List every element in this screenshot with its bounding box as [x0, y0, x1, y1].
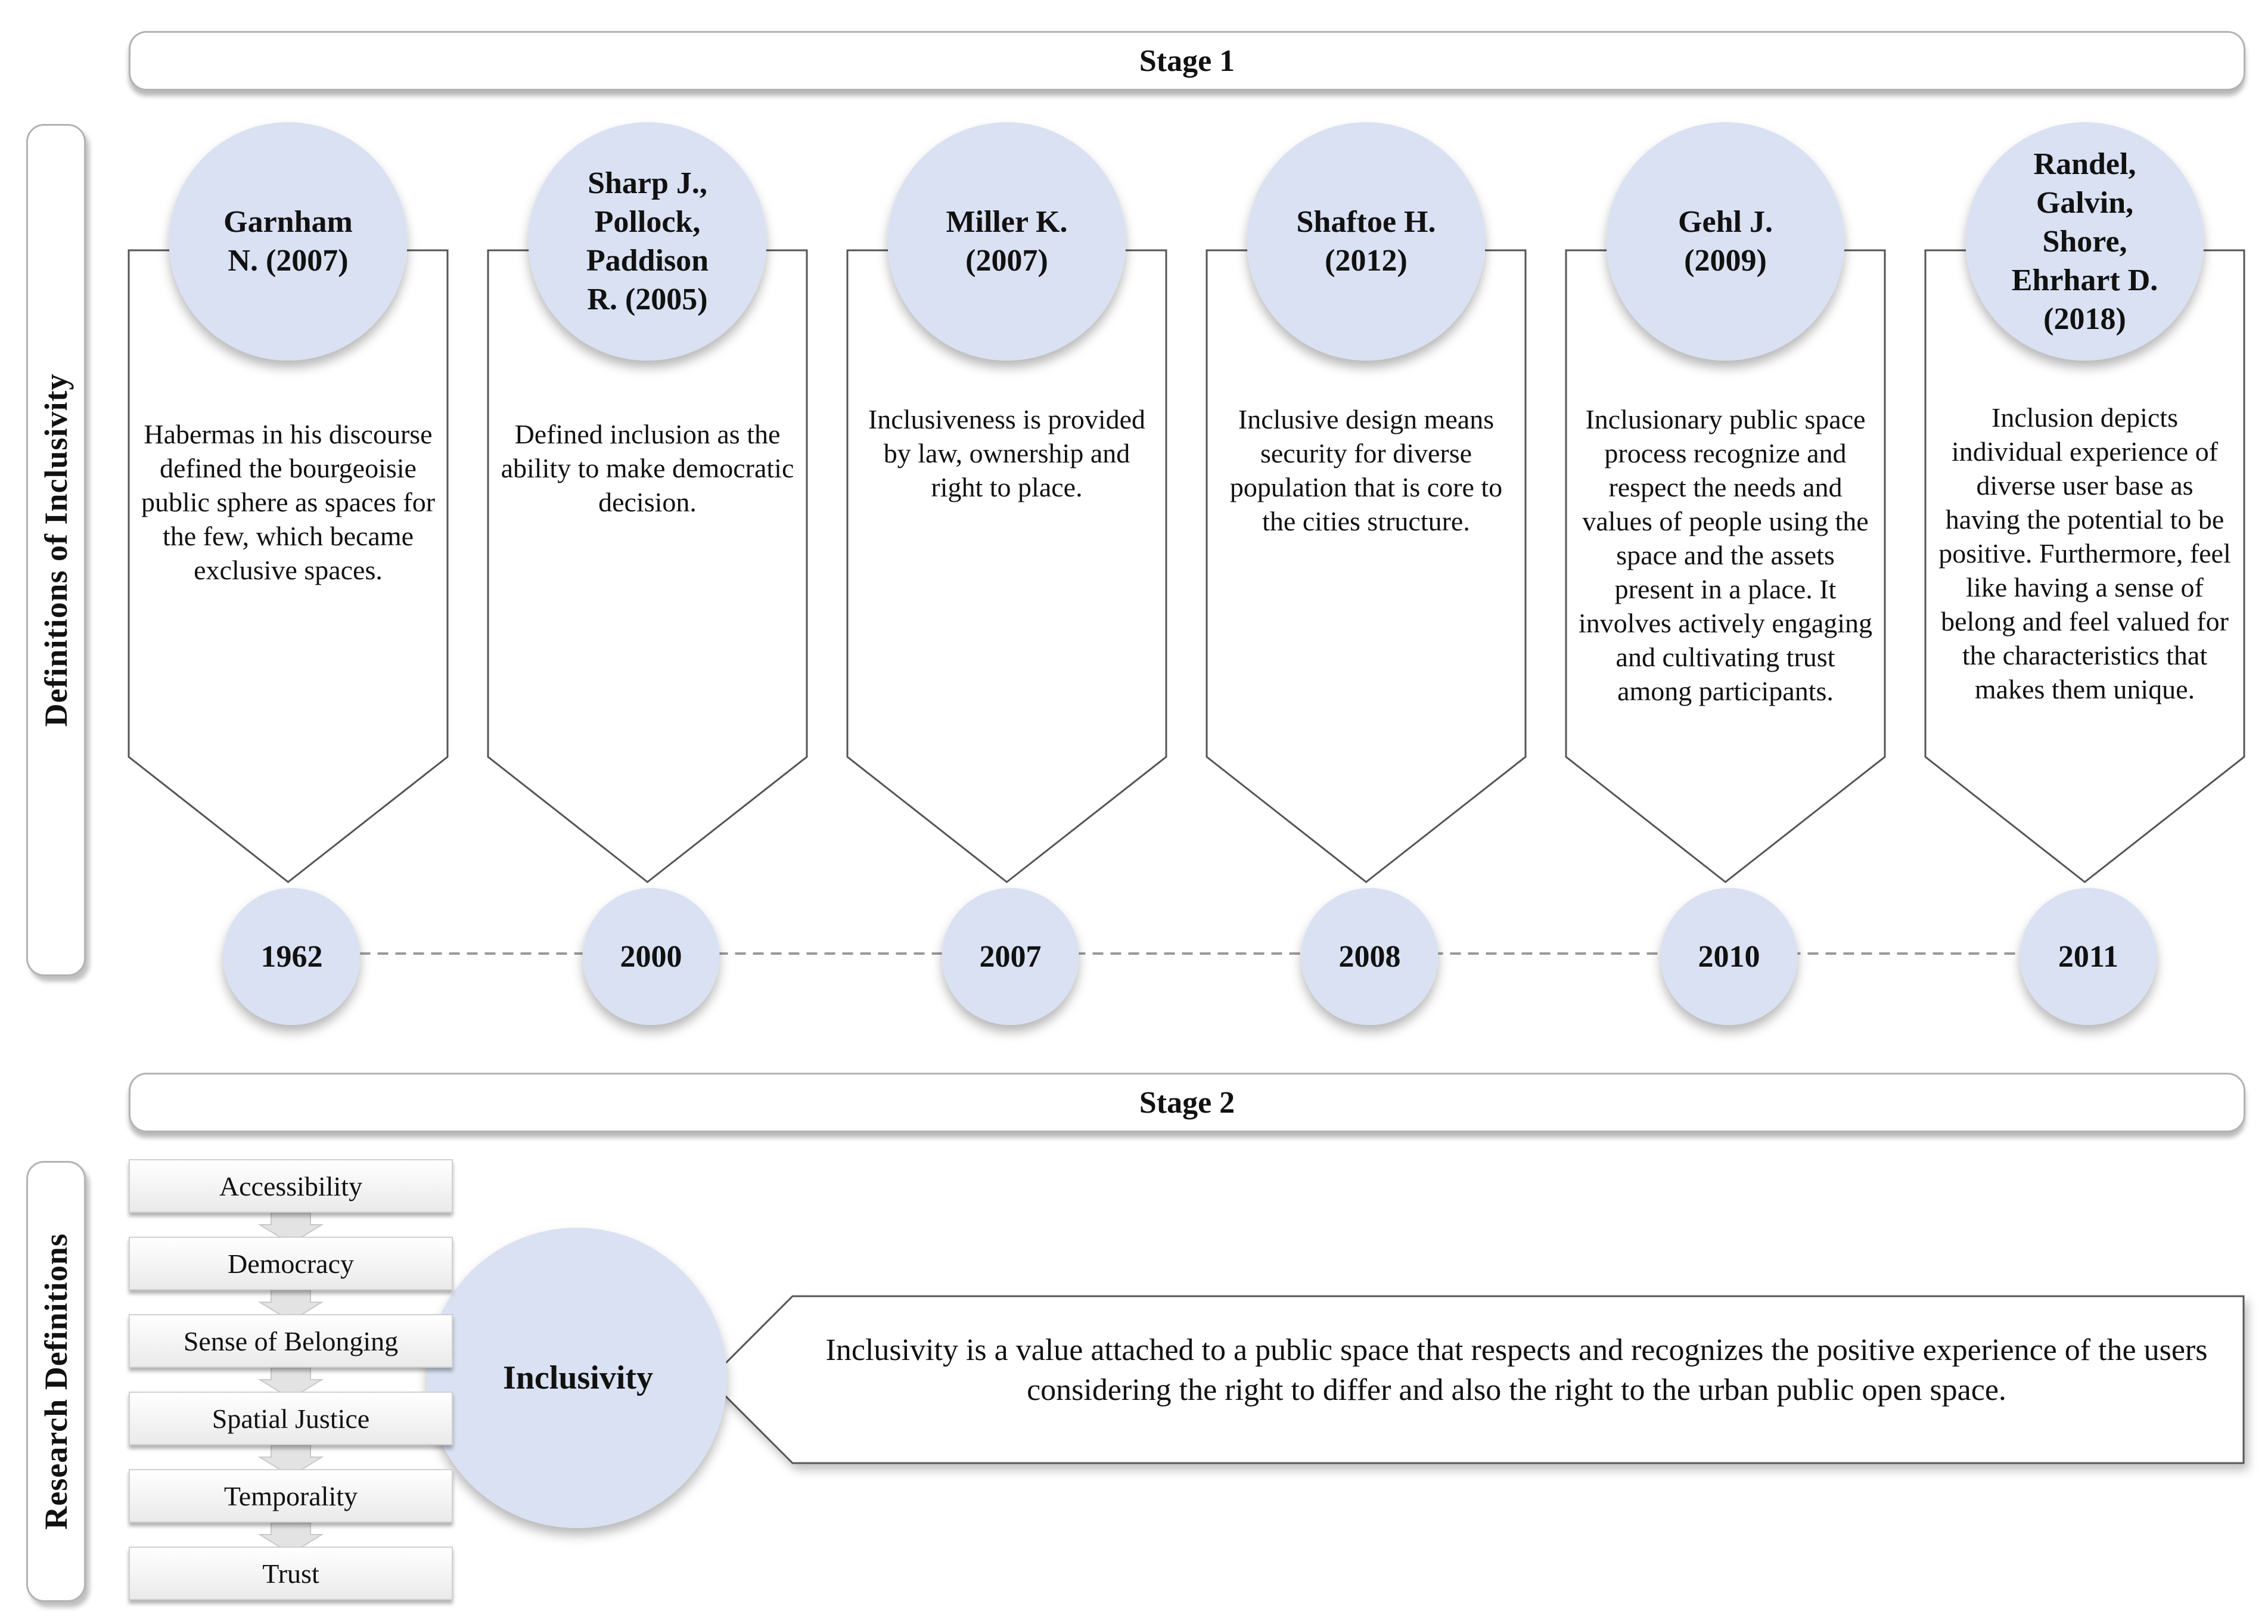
author-circle [169, 122, 408, 361]
author-label: Sharp J., Pollock, Paddison R. (2005) [586, 166, 709, 316]
author-circle [1606, 122, 1845, 361]
stage-2-header: Stage 2 [129, 1073, 2245, 1132]
attribute-box-accessibility: Accessibility [129, 1159, 453, 1213]
year-label: 2011 [2058, 939, 2119, 974]
attribute-label: Democracy [228, 1248, 354, 1279]
attribute-label: Temporality [223, 1480, 358, 1511]
attribute-box-spatial-justice: Spatial Justice [129, 1392, 453, 1445]
definition-text: Inclusion depicts individual experience … [1938, 402, 2231, 705]
year-label: 1962 [260, 939, 323, 974]
year-label: 2007 [979, 939, 1042, 974]
attribute-label: Spatial Justice [212, 1403, 370, 1434]
definition-text: Habermas in his discourse defined the bo… [141, 419, 436, 586]
definition-text: Inclusive design means security for dive… [1229, 404, 1503, 537]
stage-1-label: Stage 1 [1139, 44, 1235, 78]
year-circle [1660, 888, 1798, 1025]
author-label: Miller K. (2007) [946, 205, 1068, 278]
year-circle [2020, 888, 2157, 1025]
year-label: 2010 [1698, 939, 1760, 974]
author-circle [887, 122, 1126, 361]
author-circle [528, 122, 767, 361]
year-label: 2008 [1338, 939, 1401, 974]
attribute-box-temporality: Temporality [129, 1469, 453, 1523]
author-label: Randel, Galvin, Shore, Ehrhart D. (2018) [2011, 147, 2158, 336]
down-arrow-icon [257, 1367, 324, 1400]
year-circle [582, 888, 720, 1025]
definition-text: Defined inclusion as the ability to make… [501, 419, 794, 518]
year-circle [942, 888, 1079, 1025]
definition-text: Inclusionary public space process recogn… [1578, 404, 1873, 707]
attribute-label: Accessibility [219, 1170, 363, 1201]
author-label: Gehl J. (2009) [1678, 205, 1773, 278]
research-side-panel: Research Definitions [26, 1161, 86, 1602]
attribute-box-sense-of-belonging: Sense of Belonging [129, 1314, 453, 1368]
author-label: Shaftoe H. (2012) [1296, 205, 1436, 278]
definitions-side-panel: Definitions of Inclusivity [26, 124, 86, 976]
attribute-label: Sense of Belonging [183, 1325, 399, 1356]
inclusivity-label: Inclusivity [502, 1359, 654, 1396]
author-circle [1965, 122, 2204, 361]
stage-2-label: Stage 2 [1139, 1085, 1235, 1120]
attribute-label: Trust [262, 1558, 319, 1589]
research-definition-text: Inclusivity is a value attached to a pub… [825, 1333, 2208, 1407]
down-arrow-icon [257, 1522, 324, 1555]
down-arrow-icon [257, 1290, 324, 1322]
attribute-box-democracy: Democracy [129, 1237, 453, 1290]
year-circle [223, 888, 361, 1025]
down-arrow-icon [257, 1445, 324, 1477]
author-circle [1247, 122, 1486, 361]
author-label: Garnham N. (2007) [223, 205, 353, 278]
inclusivity-circle [427, 1228, 727, 1528]
definition-text: Inclusiveness is provided by law, owners… [868, 404, 1146, 503]
year-label: 2000 [620, 939, 682, 974]
year-circle [1301, 888, 1439, 1025]
attribute-box-trust: Trust [129, 1547, 453, 1600]
stage-1-header: Stage 1 [129, 31, 2245, 91]
down-arrow-icon [257, 1212, 324, 1245]
